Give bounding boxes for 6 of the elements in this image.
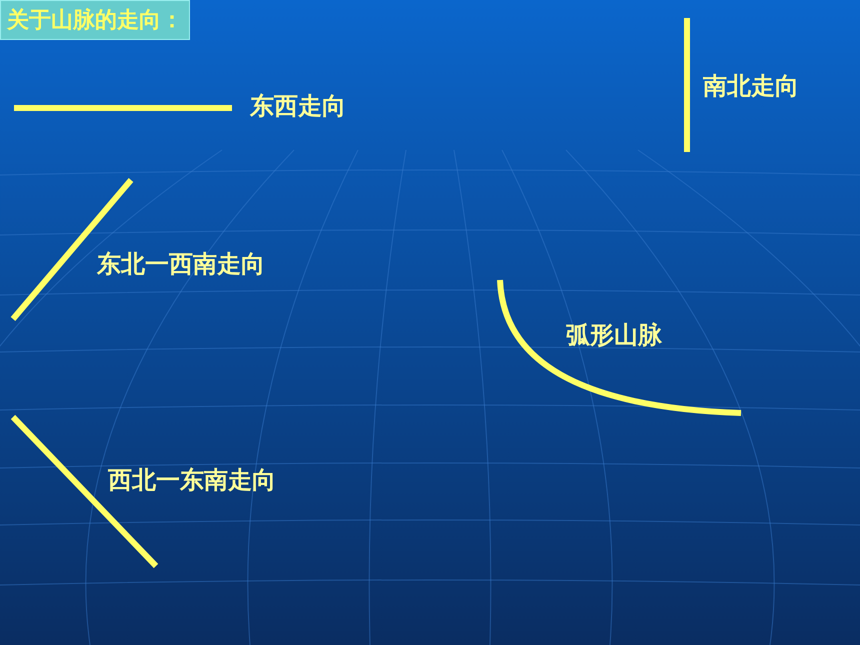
direction-label: 弧形山脉: [566, 321, 662, 350]
direction-label: 东北一西南走向: [97, 250, 265, 279]
direction-label: 南北走向: [703, 72, 799, 101]
direction-label: 西北一东南走向: [108, 466, 276, 495]
title: 关于山脉的走向：: [0, 0, 190, 40]
direction-label: 东西走向: [250, 92, 346, 121]
